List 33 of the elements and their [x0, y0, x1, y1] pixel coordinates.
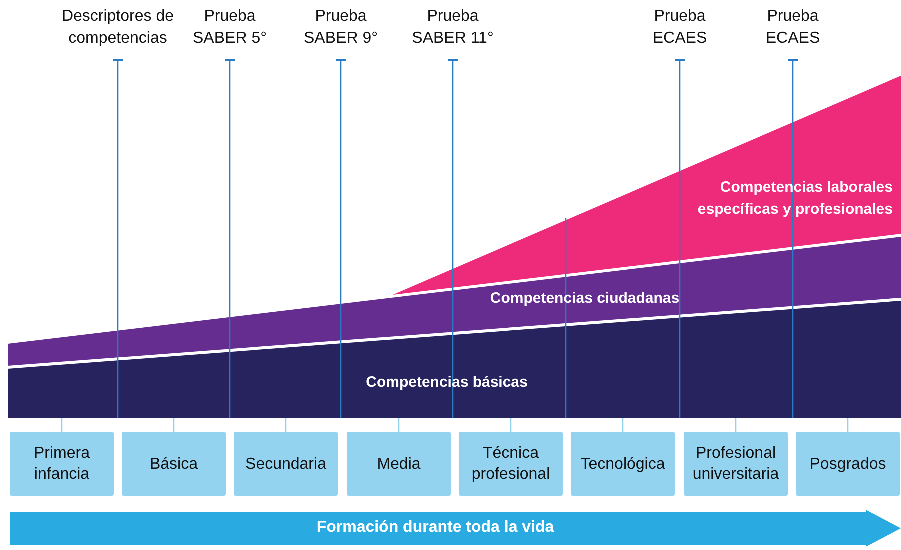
- education-level-box: Media: [347, 432, 451, 496]
- connector-line: [510, 418, 512, 432]
- education-level-box: Técnica profesional: [459, 432, 563, 496]
- education-level-box: Profesional universitaria: [684, 432, 788, 496]
- connector-line: [847, 418, 849, 432]
- connector-line: [173, 418, 175, 432]
- timeline-arrow: [10, 510, 901, 547]
- connector-line: [398, 418, 400, 432]
- competency-band: [8, 237, 901, 366]
- education-level-box: Posgrados: [796, 432, 900, 496]
- leader-line: [447, 59, 459, 418]
- leader-line: [674, 59, 686, 418]
- education-level-box: Secundaria: [234, 432, 338, 496]
- test-label: Prueba ECAES: [640, 6, 720, 52]
- test-label: Prueba ECAES: [753, 6, 833, 52]
- timeline-label: Formación durante toda la vida: [316, 519, 556, 537]
- test-label: Descriptores de competencias: [52, 6, 184, 52]
- leader-line: [787, 59, 799, 418]
- band-label: Competencias ciudadanas: [490, 289, 680, 309]
- band-label: Competencias básicas: [366, 373, 528, 393]
- education-level-box: Tecnológica: [571, 432, 675, 496]
- connector-line: [285, 418, 287, 432]
- test-label: Prueba SABER 5°: [185, 6, 275, 52]
- education-level-box: Primera infancia: [10, 432, 114, 496]
- connector-line: [622, 418, 624, 432]
- connector-line: [735, 418, 737, 432]
- leader-line: [224, 59, 236, 418]
- leader-line: [335, 59, 347, 418]
- test-label: Prueba SABER 9°: [296, 6, 386, 52]
- test-label: Prueba SABER 11°: [407, 6, 499, 52]
- connector-line: [61, 418, 63, 432]
- leader-line: [112, 59, 124, 418]
- education-level-box: Básica: [122, 432, 226, 496]
